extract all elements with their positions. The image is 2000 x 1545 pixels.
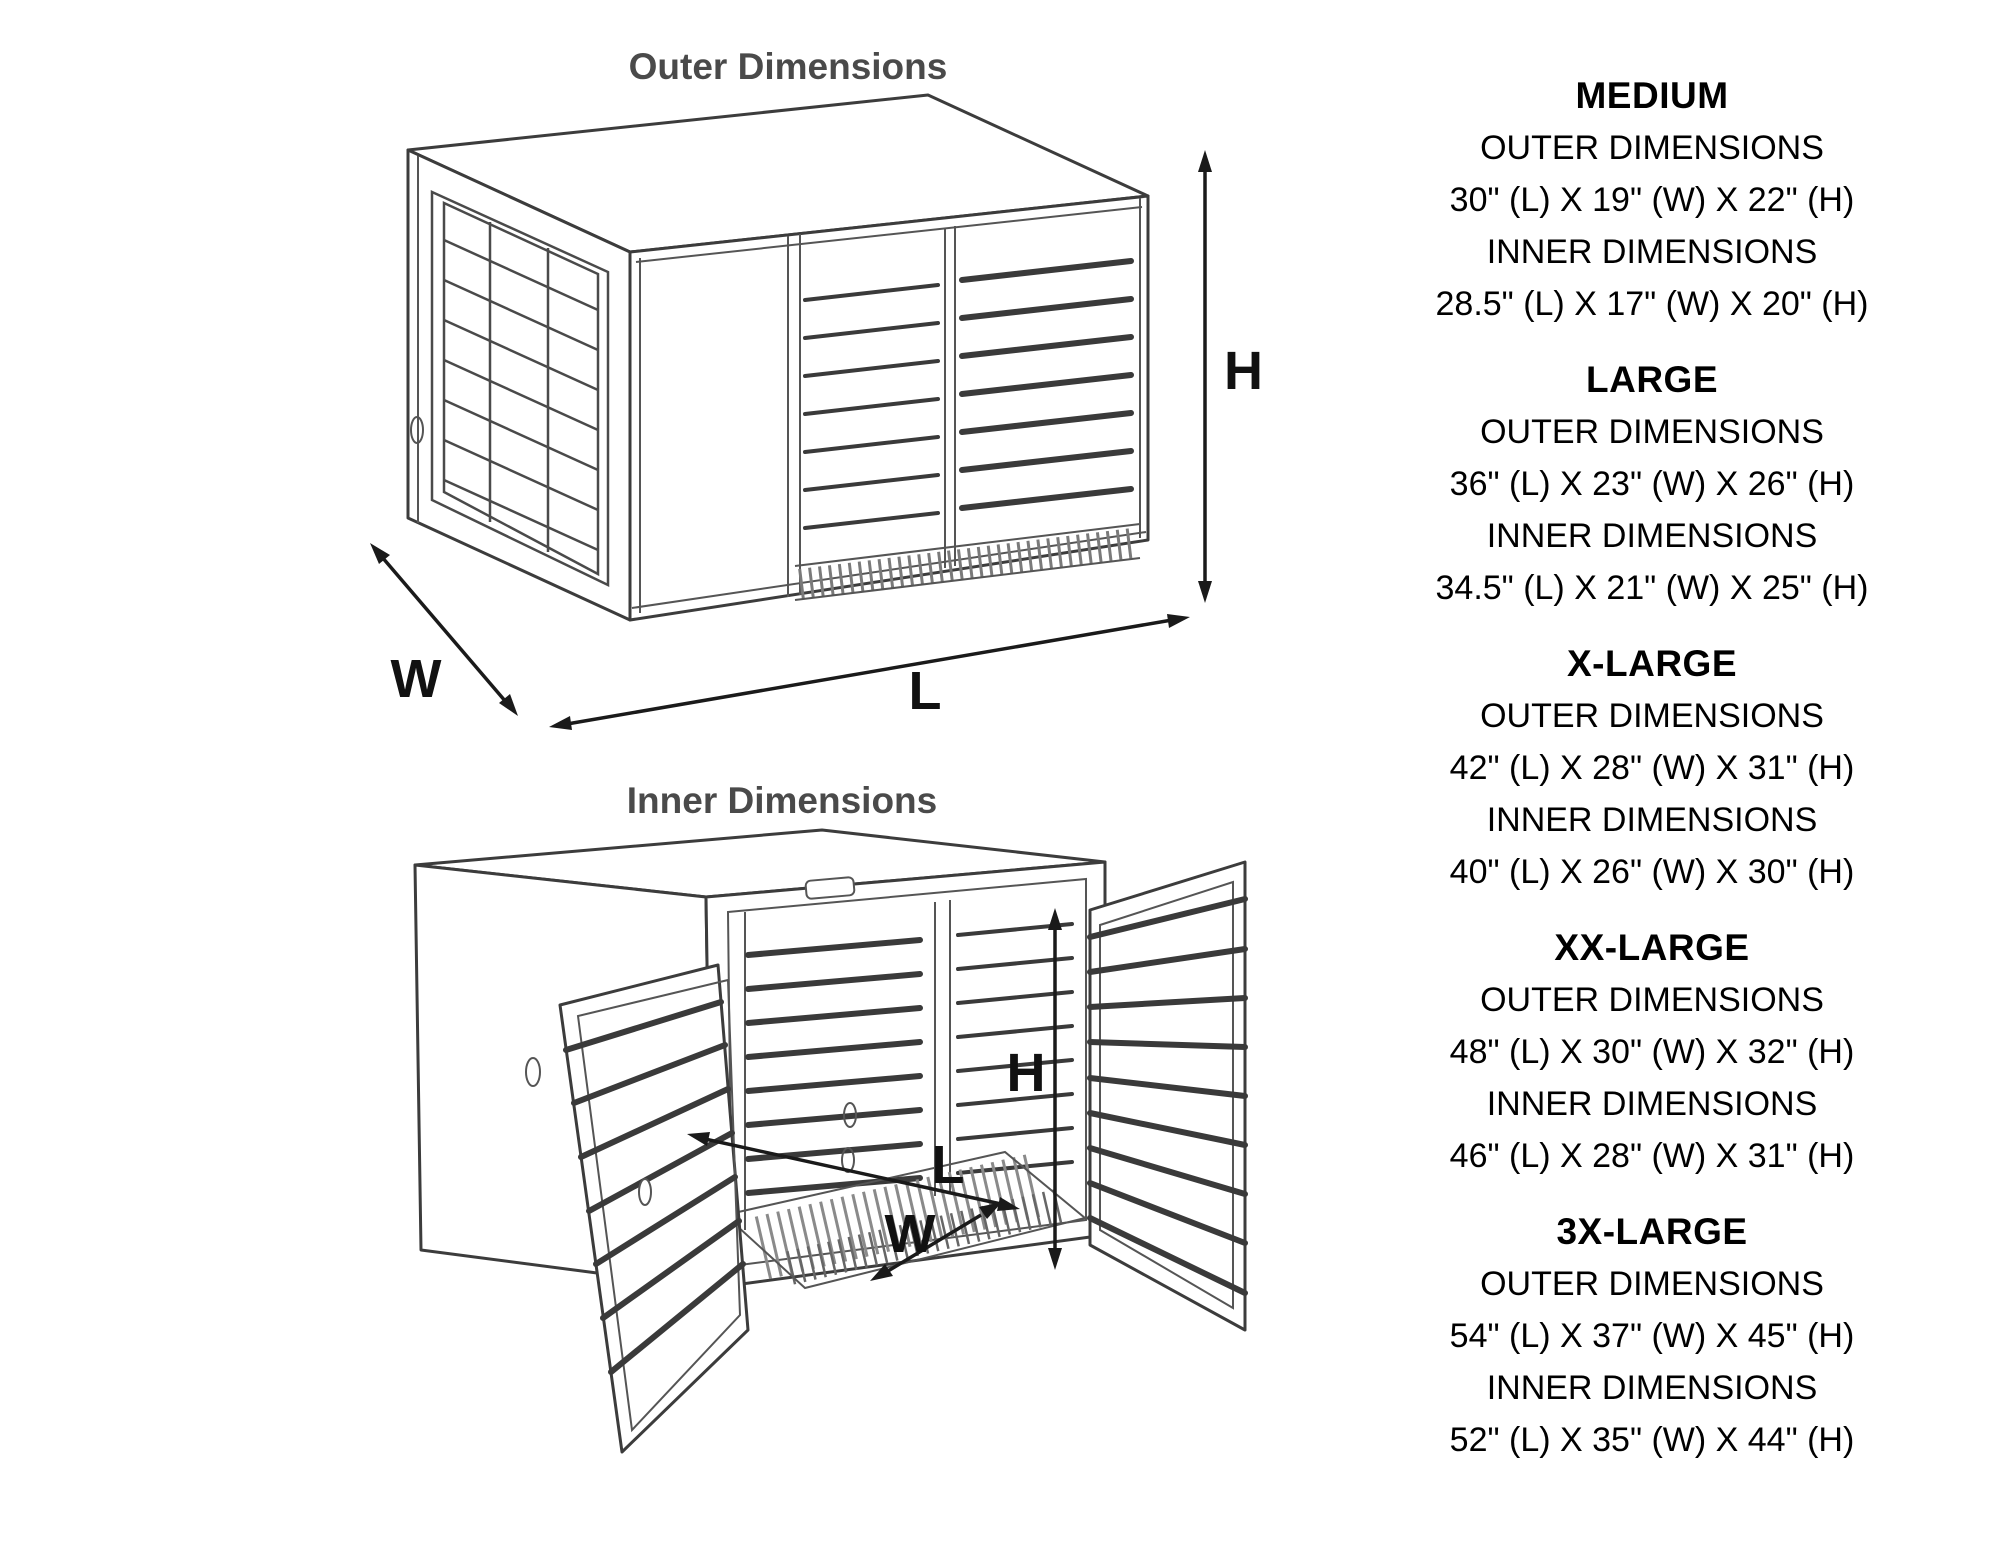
outer-diagram-title: Outer Dimensions (629, 46, 948, 87)
inner-height-label: H (1007, 1043, 1046, 1103)
inner-crate-left-door (558, 963, 750, 1454)
inner-length-label: L (932, 1135, 965, 1195)
outer-crate-top-edge-detail (635, 206, 1143, 263)
outer-crate-front-slats (803, 258, 1134, 530)
outer-dimensions-value: 42" (L) X 28" (W) X 31" (H) (1449, 749, 1855, 787)
inner-dimensions-value: 46" (L) X 28" (W) X 31" (H) (1449, 1137, 1855, 1175)
outer-length-label: L (909, 661, 942, 721)
outer-crate-frame-details (417, 156, 1147, 613)
outer-width-label: W (391, 649, 442, 709)
inner-crate-floor-mat (722, 1150, 1088, 1290)
size-name: MEDIUM (1575, 75, 1729, 116)
size-list: MEDIUM OUTER DIMENSIONS 30" (L) X 19" (W… (1320, 70, 1984, 1490)
size-name: XX-LARGE (1554, 927, 1750, 968)
inner-dimensions-label: INNER DIMENSIONS (1486, 233, 1818, 271)
inner-crate-drawing: Inner Dimensions (413, 780, 1248, 1454)
inner-diagram-title: Inner Dimensions (627, 780, 937, 821)
size-block-xx-large: XX-LARGE OUTER DIMENSIONS 48" (L) X 30" … (1320, 922, 1984, 1182)
crate-line-drawings: Outer Dimensions (370, 46, 1263, 1454)
inner-dimensions-label: INNER DIMENSIONS (1486, 517, 1818, 555)
size-name: 3X-LARGE (1556, 1211, 1748, 1252)
size-name: LARGE (1586, 359, 1718, 400)
inner-crate-interior-slats (744, 900, 1074, 1230)
outer-crate-door-posts (787, 226, 956, 597)
inner-dimensions-value: 28.5" (L) X 17" (W) X 20" (H) (1435, 285, 1869, 323)
outer-dimensions-value: 54" (L) X 37" (W) X 45" (H) (1449, 1317, 1855, 1355)
inner-dimensions-label: INNER DIMENSIONS (1486, 1085, 1818, 1123)
outer-dimensions-label: OUTER DIMENSIONS (1480, 413, 1824, 451)
inner-crate-right-door (1087, 860, 1248, 1332)
length-arrow-inner (687, 1132, 1020, 1211)
length-arrow-outer (549, 614, 1190, 730)
outer-dimensions-label: OUTER DIMENSIONS (1480, 129, 1824, 167)
outer-dimensions-value: 36" (L) X 23" (W) X 26" (H) (1449, 465, 1855, 503)
outer-height-label: H (1224, 341, 1263, 401)
inner-width-label: W (885, 1204, 936, 1264)
size-block-medium: MEDIUM OUTER DIMENSIONS 30" (L) X 19" (W… (1320, 70, 1984, 330)
inner-dimensions-value: 40" (L) X 26" (W) X 30" (H) (1449, 853, 1855, 891)
outer-dimensions-value: 30" (L) X 19" (W) X 22" (H) (1449, 181, 1855, 219)
inner-dimensions-label: INNER DIMENSIONS (1486, 1369, 1818, 1407)
inner-crate-top-latch (804, 876, 856, 900)
height-arrow-outer (1198, 150, 1212, 603)
outer-dimensions-label: OUTER DIMENSIONS (1480, 1265, 1824, 1303)
outer-crate-door-handle (410, 416, 424, 444)
inner-dimensions-value: 34.5" (L) X 21" (W) X 25" (H) (1435, 569, 1869, 607)
outer-dimensions-value: 48" (L) X 30" (W) X 32" (H) (1449, 1033, 1855, 1071)
outer-dimensions-label: OUTER DIMENSIONS (1480, 697, 1824, 735)
outer-crate-end-mesh-door (430, 190, 610, 587)
size-name: X-LARGE (1567, 643, 1737, 684)
inner-dimensions-label: INNER DIMENSIONS (1486, 801, 1818, 839)
size-block-x-large: X-LARGE OUTER DIMENSIONS 42" (L) X 28" (… (1320, 638, 1984, 898)
outer-dimensions-label: OUTER DIMENSIONS (1480, 981, 1824, 1019)
inner-crate-hinge-upper (843, 1102, 857, 1128)
inner-dimensions-value: 52" (L) X 35" (W) X 44" (H) (1449, 1421, 1855, 1459)
width-arrow-outer (370, 543, 518, 716)
width-arrow-inner (870, 1202, 1002, 1281)
height-arrow-inner (1048, 908, 1062, 1270)
inner-crate-wall-handle (525, 1057, 541, 1087)
size-block-large: LARGE OUTER DIMENSIONS 36" (L) X 23" (W)… (1320, 354, 1984, 614)
outer-crate-front-face (628, 194, 1150, 622)
size-block-3x-large: 3X-LARGE OUTER DIMENSIONS 54" (L) X 37" … (1320, 1206, 1984, 1466)
outer-crate-drawing: Outer Dimensions (370, 46, 1263, 730)
outer-crate-floor-mat (794, 523, 1141, 601)
